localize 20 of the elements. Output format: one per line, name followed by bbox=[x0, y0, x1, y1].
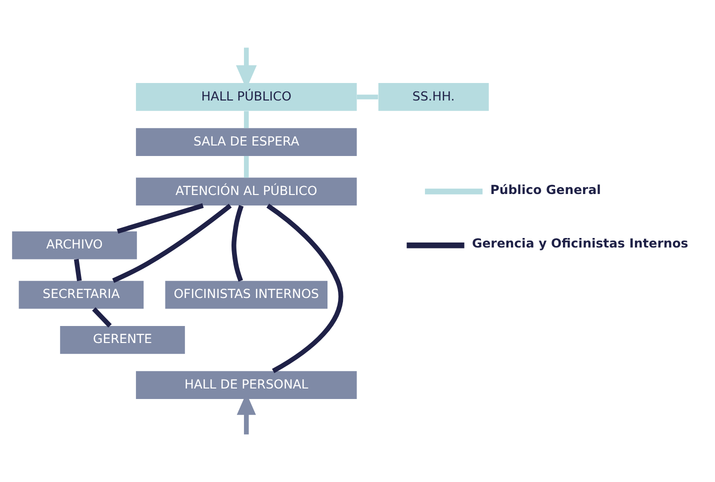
connector bbox=[244, 111, 249, 128]
connector bbox=[244, 156, 249, 178]
node-box: HALL PÚBLICO bbox=[136, 83, 357, 111]
connector bbox=[266, 204, 344, 374]
node-box: SALA DE ESPERA bbox=[136, 128, 357, 156]
node-box: GERENTE bbox=[60, 326, 185, 354]
node-box: ATENCIÓN AL PÚBLICO bbox=[136, 178, 357, 206]
node-box: HALL DE PERSONAL bbox=[136, 371, 357, 399]
connector bbox=[74, 258, 82, 282]
node-box: OFICINISTAS INTERNOS bbox=[165, 280, 328, 309]
node-box: ARCHIVO bbox=[12, 231, 137, 260]
connector bbox=[356, 94, 378, 100]
connector bbox=[116, 203, 204, 234]
legend-label: Público General bbox=[490, 182, 601, 197]
node-box: SECRETARIA bbox=[18, 280, 144, 309]
connector bbox=[112, 204, 232, 283]
connector bbox=[232, 205, 244, 282]
node-box: SS.HH. bbox=[378, 83, 489, 111]
legend-label: Gerencia y Oficinistas Internos bbox=[472, 236, 688, 251]
connector bbox=[92, 307, 112, 328]
